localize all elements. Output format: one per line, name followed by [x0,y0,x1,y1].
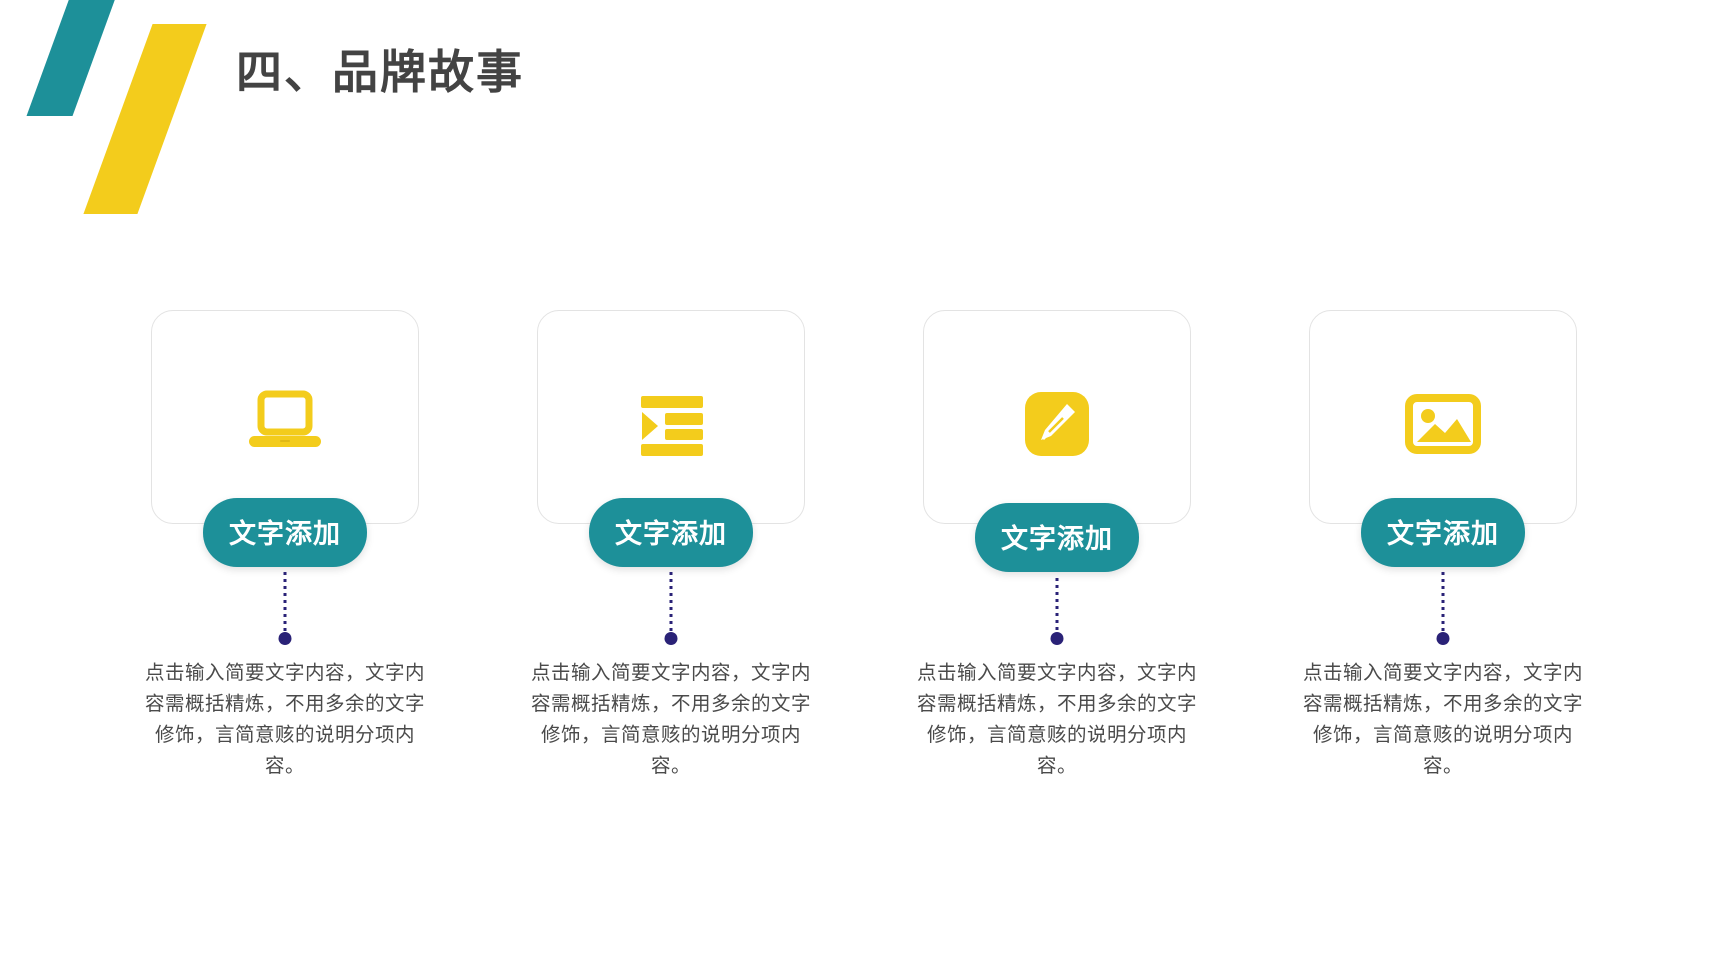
list-play-icon [623,374,719,470]
laptop-icon [237,374,333,470]
connector-line-4 [1441,572,1445,634]
yellow-slash-shape [83,24,207,214]
column-3: 文字添加 点击输入简要文字内容，文字内容需概括精炼，不用多余的文字修饰，言简意赅… [912,310,1202,777]
icon-card-1[interactable] [151,310,419,524]
icon-card-2[interactable] [537,310,805,524]
image-picture-icon [1395,374,1491,470]
connector-dot-4 [1436,632,1450,645]
body-text-3: 点击输入简要文字内容，文字内容需概括精炼，不用多余的文字修饰，言简意赅的说明分项… [916,662,1197,777]
column-2: 文字添加 点击输入简要文字内容，文字内容需概括精炼，不用多余的文字修饰，言简意赅… [526,310,816,777]
icon-card-4[interactable] [1309,310,1577,524]
connector-line-3 [1055,578,1059,634]
page-title: 四、品牌故事 [236,46,524,98]
column-1: 文字添加 点击输入简要文字内容，文字内容需概括精炼，不用多余的文字修饰，言简意赅… [140,310,430,777]
connector-dot-2 [664,632,678,645]
teal-slash-shape [26,0,124,116]
connector-dot-1 [278,632,292,645]
pill-label-3[interactable]: 文字添加 [975,503,1139,572]
pill-label-4[interactable]: 文字添加 [1361,498,1525,567]
connector-dot-3 [1050,632,1064,645]
column-4: 文字添加 点击输入简要文字内容，文字内容需概括精炼，不用多余的文字修饰，言简意赅… [1298,310,1588,777]
body-text-1: 点击输入简要文字内容，文字内容需概括精炼，不用多余的文字修饰，言简意赅的说明分项… [144,662,425,777]
pill-label-1[interactable]: 文字添加 [203,498,367,567]
connector-line-1 [283,572,287,634]
body-text-4: 点击输入简要文字内容，文字内容需概括精炼，不用多余的文字修饰，言简意赅的说明分项… [1302,662,1583,777]
content-columns: 文字添加 点击输入简要文字内容，文字内容需概括精炼，不用多余的文字修饰，言简意赅… [140,310,1588,777]
connector-line-2 [669,572,673,634]
corner-decoration [0,0,260,250]
pill-label-2[interactable]: 文字添加 [589,498,753,567]
icon-card-3[interactable] [923,310,1191,524]
pencil-edit-icon [1009,374,1105,470]
body-text-2: 点击输入简要文字内容，文字内容需概括精炼，不用多余的文字修饰，言简意赅的说明分项… [530,662,811,777]
